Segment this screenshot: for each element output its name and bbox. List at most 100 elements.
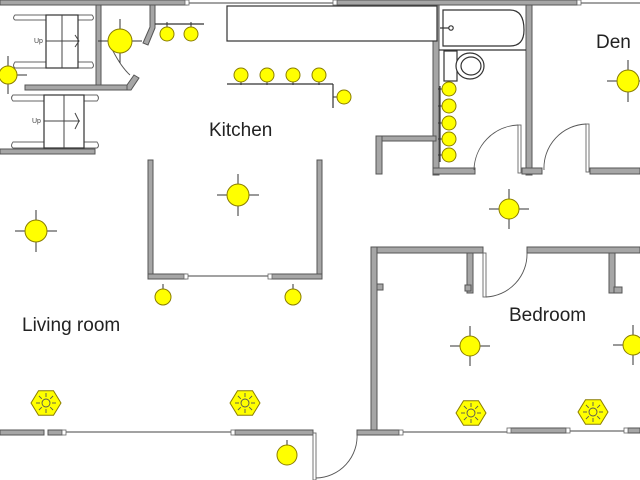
ceiling-light-icon [613,325,640,365]
room-labels: Kitchen Den Living room Bedroom [22,32,631,336]
wall-sconce-icon [285,67,301,85]
window-cap [565,427,571,434]
wall-sconce-icon [183,22,199,42]
wall-closet-angled [142,4,156,46]
toilet-tank [443,50,458,82]
window-cap [230,429,236,436]
wall-kitchen-left-bottom [147,273,187,280]
window-cap [184,0,190,6]
kitchen-counter [226,5,438,42]
wall-bottom-left-2 [47,429,63,436]
window-cap [576,0,582,6]
wall-bottom-left [0,429,45,436]
wall-bath-stub-down [375,135,383,175]
door-front-swing [315,432,358,479]
wall-stair-mid [24,84,128,91]
doors [109,44,590,480]
door-bedroom-leaf [482,252,487,298]
wall-sconce-icon [276,440,298,466]
wall-sconce-icon [438,131,457,147]
window-cap [61,429,67,436]
wall-bedroom-top-right [526,246,640,254]
window-cap [398,429,404,436]
wall-sconce-icon [438,115,457,131]
window-cap [506,427,512,434]
window-cap [332,0,338,6]
stair-arrow-head-icon [74,34,80,48]
wall-closet-lower [126,74,140,91]
wall-bedroom-left-stub [376,283,384,291]
wall-sconce-icon [233,67,249,85]
upper-stair: Up [13,14,94,69]
wall-kitchen-right [316,159,323,279]
stair-up-label: Up [32,118,41,125]
ceiling-light-icon [0,56,27,94]
door-bathroom-swing [473,124,519,171]
door-den-leaf [585,123,590,173]
wall-stair-bottom [0,148,96,155]
wall-sconce-icon [154,284,172,306]
bathtub [442,9,525,47]
wall-bottom-bedroom-mid [509,427,567,434]
wall-top-mid [336,0,578,6]
hexagon-recessed-light-icon [455,400,487,426]
wall-closet-1-foot [464,284,472,292]
wall-sconce-icon [259,67,275,85]
kitchen-fixtures [155,5,438,108]
room-label-den: Den [596,32,631,53]
ceiling-light-icon [15,210,57,252]
walls [0,0,640,436]
bathroom-fixtures [439,9,526,162]
wall-kitchen-right-bottom [270,273,323,280]
ceiling-light-icon [450,326,490,366]
wall-bedroom-left [370,246,378,434]
wall-bedroom-top-left [370,246,484,254]
wall-bottom-mid [234,429,314,436]
wall-sconce-icon [333,89,352,105]
wall-sconce-icon [311,67,327,85]
wall-sconce-icon [284,284,302,306]
wall-den-stub [521,167,543,175]
ceiling-light-icon [489,189,529,229]
hexagon-recessed-light-icon [30,390,62,416]
door-den-swing [543,123,587,171]
ceiling-light-icon [98,19,142,63]
window-cap [623,427,629,434]
lower-stair: Up [11,94,99,149]
room-label-living-room: Living room [22,315,120,336]
wall-bedroom-closet-1 [466,252,474,294]
door-bedroom-swing [485,252,528,298]
wall-sconce-icon [159,22,175,42]
wall-bottom-bedroom-left [356,429,400,436]
wall-kitchen-left [147,159,154,279]
door-bathroom-leaf [517,124,522,174]
window-cap [183,273,189,280]
windows [61,0,640,436]
wall-stair-divider [95,4,102,88]
wall-bath-right [525,4,533,176]
wall-top-left [0,0,188,6]
door-front-leaf [312,432,317,480]
wall-den-bottom [589,167,640,175]
wall-bath-bottom-left [432,167,476,175]
bathtub-drain-icon [448,25,454,31]
stair-arrow-head-icon [74,112,80,130]
wall-sconce-icon [438,147,457,163]
window-cap [267,273,273,280]
wall-closet-2-foot [613,286,623,294]
ceiling-light-icon [217,174,259,216]
wall-bath-stub [375,135,437,142]
hexagon-recessed-light-icon [229,390,261,416]
wall-bath-left [432,4,440,176]
toilet-seat-icon [460,56,482,76]
stair-up-label: Up [34,38,43,45]
hexagon-recessed-light-icon [577,399,609,425]
wall-bottom-right [627,427,640,434]
wall-bedroom-closet-2 [608,252,616,294]
wall-sconce-icon [438,98,457,114]
wall-sconce-icon [438,81,457,97]
room-label-kitchen: Kitchen [209,120,272,141]
room-label-bedroom: Bedroom [509,305,586,326]
lights [0,19,640,466]
